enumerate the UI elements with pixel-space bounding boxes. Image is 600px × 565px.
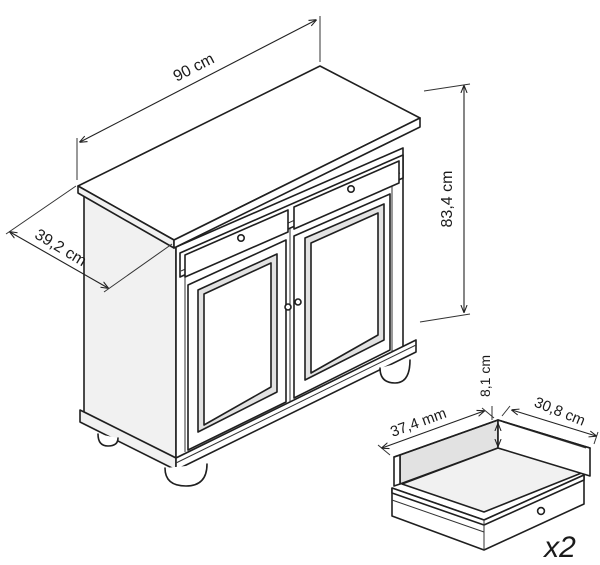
drawer-depth-dimension-line <box>512 410 596 436</box>
drawer-knob-left <box>237 234 246 243</box>
foot-back-left <box>97 433 119 447</box>
drawer-quantity-label: x2 <box>542 531 576 560</box>
door-knob-left <box>284 303 292 311</box>
sideboard-cabinet <box>77 65 421 487</box>
drawer-knob-right <box>346 185 355 194</box>
cabinet-top-edge-front <box>173 117 421 249</box>
drawer-front-right <box>293 160 400 230</box>
drawer-knob <box>536 506 546 516</box>
height-label: 83,4 cm <box>439 171 456 228</box>
door-left-panel-inner <box>203 262 272 426</box>
drawer-front-dimension-line <box>382 411 484 448</box>
drawer-side-left <box>393 454 401 487</box>
drawer-inner-height-label: 8,1 cm <box>477 355 493 397</box>
door-knob-right <box>294 298 302 306</box>
drawer-front-left <box>184 209 289 278</box>
door-right-panel-inner <box>310 212 379 374</box>
depth-label: 39,2 cm <box>32 226 90 270</box>
width-dimension-line <box>80 20 316 142</box>
foot-front-right <box>379 359 411 384</box>
width-label: 90 cm <box>171 51 218 86</box>
plinth-front <box>175 339 417 471</box>
depth-dimension-line <box>10 232 108 288</box>
foot-front-left <box>164 463 208 487</box>
